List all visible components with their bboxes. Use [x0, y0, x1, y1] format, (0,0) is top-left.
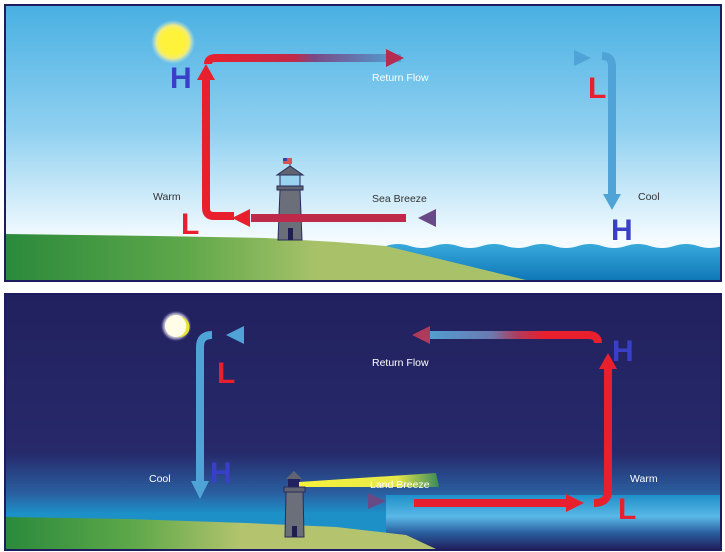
- sea-breeze-label: Sea Breeze: [372, 193, 427, 205]
- low-pressure-lower-sea: L: [618, 493, 636, 526]
- return-flow-arrow: [204, 54, 401, 65]
- high-pressure-upper-land: H: [170, 62, 192, 95]
- high-pressure-upper-sea: H: [612, 335, 634, 368]
- lighthouse-icon: [283, 471, 439, 538]
- cool-label: Cool: [638, 191, 660, 203]
- high-pressure-lower-sea: H: [611, 214, 633, 247]
- low-pressure-upper-land: L: [217, 357, 235, 390]
- low-pressure-lower-land: L: [181, 208, 199, 241]
- rising-air-arrow: [593, 367, 612, 507]
- land-breeze-label: Land Breeze: [370, 479, 430, 491]
- return-flow-label: Return Flow: [372, 72, 429, 84]
- land-breeze-diagram: L H H L Return Flow Land Breeze Cool War…: [6, 295, 720, 549]
- low-pressure-upper-sea: L: [588, 72, 606, 105]
- land-breeze-panel: L H H L Return Flow Land Breeze Cool War…: [4, 293, 722, 551]
- return-flow-label: Return Flow: [372, 357, 429, 369]
- sinking-air-arrow: [601, 52, 616, 196]
- sinking-air-arrow: [196, 331, 213, 483]
- rising-air-arrow: [202, 78, 234, 220]
- sea-breeze-panel: H L L H Return Flow Sea Breeze Warm Cool: [4, 4, 722, 282]
- sun-icon: [151, 20, 195, 64]
- sea-breeze-diagram: H L L H Return Flow Sea Breeze Warm Cool: [6, 6, 720, 280]
- warm-label: Warm: [630, 473, 658, 485]
- return-flow-arrow: [420, 331, 602, 344]
- land: [6, 234, 526, 280]
- land: [6, 517, 436, 549]
- light-beam: [299, 473, 439, 487]
- day-sky: [6, 6, 720, 280]
- warm-label: Warm: [153, 191, 181, 203]
- moon-icon: [160, 310, 192, 342]
- high-pressure-lower-land: H: [210, 457, 232, 490]
- cool-label: Cool: [149, 473, 171, 485]
